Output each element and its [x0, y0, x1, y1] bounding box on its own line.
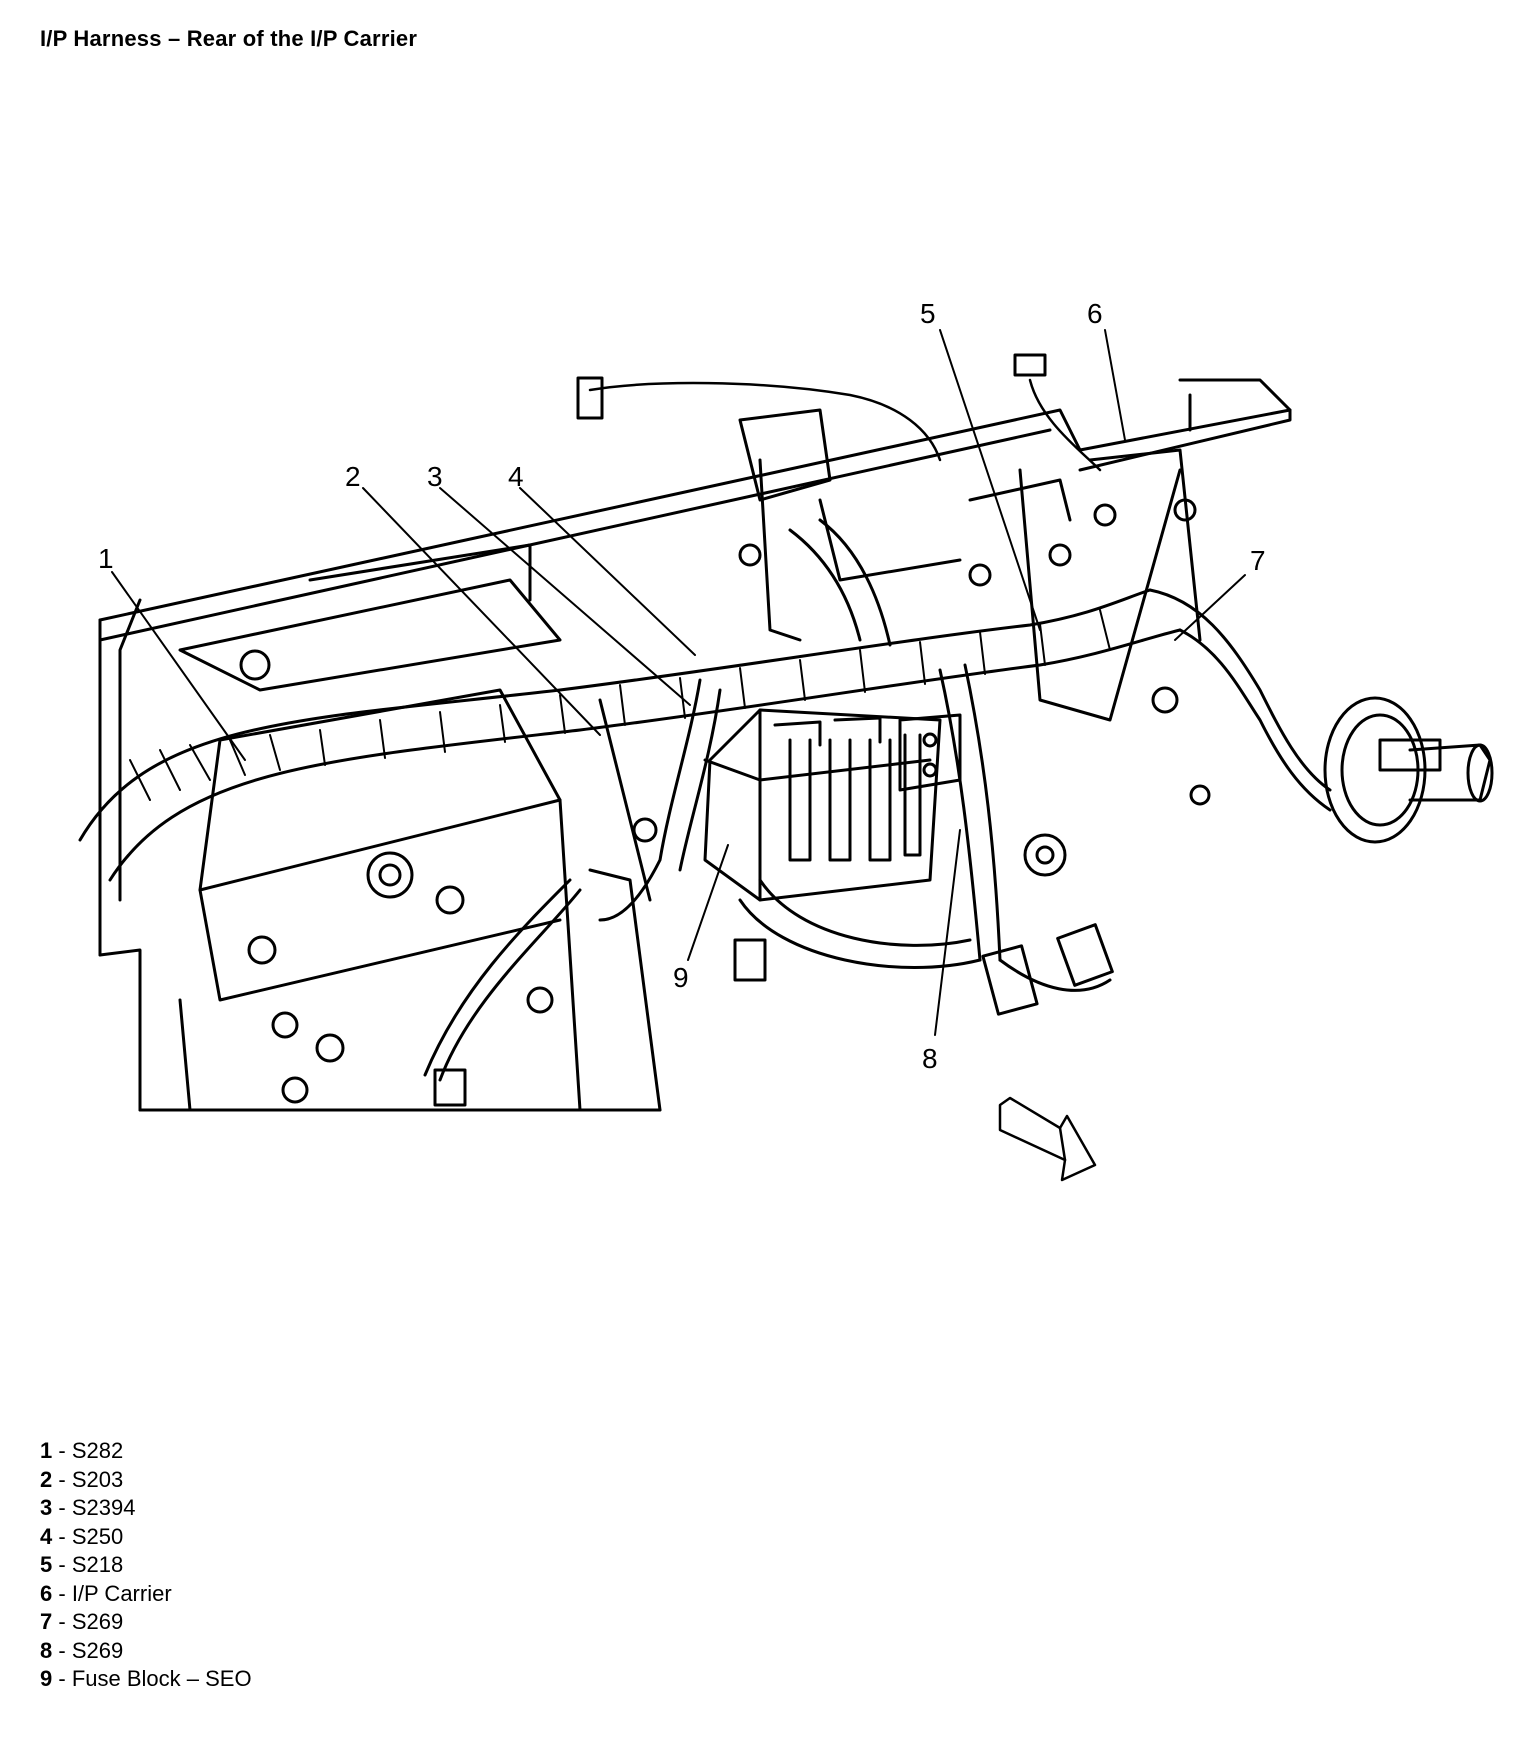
legend-number: 2: [40, 1466, 53, 1492]
legend-separator: -: [52, 1523, 72, 1549]
legend-label: S250: [71, 1523, 124, 1549]
legend-item: 6 - I/P Carrier: [40, 1580, 252, 1609]
fuse-block: [703, 708, 942, 902]
legend-item: 9 - Fuse Block – SEO: [40, 1665, 252, 1694]
callout-numbers: 1 2 3 4 5 6 7 8 9: [98, 298, 1266, 1074]
legend-item: 8 - S269: [40, 1637, 252, 1666]
callout-9: 9: [673, 962, 689, 993]
legend-label: Fuse Block – SEO: [71, 1666, 252, 1691]
callout-8: 8: [922, 1043, 938, 1074]
forward-direction-arrow-icon: [998, 1096, 1097, 1182]
legend-label: S282: [71, 1438, 124, 1463]
callout-leaders: [111, 329, 1246, 1036]
page-title: I/P Harness – Rear of the I/P Carrier: [40, 26, 418, 51]
legend-separator: -: [52, 1666, 72, 1691]
legend-item: 5 - S218: [40, 1551, 252, 1580]
callout-2: 2: [345, 461, 361, 492]
legend-separator: -: [52, 1438, 72, 1463]
legend-number: 4: [40, 1523, 53, 1549]
callout-5: 5: [920, 298, 936, 329]
legend-label: S269: [71, 1609, 124, 1634]
legend-separator: -: [52, 1637, 72, 1663]
callout-1: 1: [98, 543, 114, 574]
legend-item: 7 - S269: [40, 1608, 252, 1637]
callout-6: 6: [1087, 298, 1103, 329]
legend-number: 8: [40, 1637, 53, 1663]
callout-4: 4: [508, 461, 524, 492]
callout-3: 3: [427, 461, 443, 492]
ip-carrier-frame: [98, 378, 1292, 1112]
legend-item: 2 - S203: [40, 1466, 252, 1495]
legend-separator: -: [52, 1466, 72, 1492]
legend-number: 7: [40, 1609, 53, 1634]
legend-number: 1: [40, 1438, 53, 1463]
legend-separator: -: [52, 1609, 72, 1634]
legend-separator: -: [52, 1495, 72, 1520]
legend-label: S218: [71, 1552, 124, 1577]
bulkhead-grommet: [1323, 696, 1494, 844]
legend-number: 6: [40, 1580, 53, 1606]
main-harness-trunk: [78, 518, 1332, 1082]
legend-item: 1 - S282: [40, 1437, 252, 1466]
mounting-bracket: [898, 713, 962, 792]
harness-diagram: 1 2 3 4 5 6 7 8 9: [78, 298, 1494, 1182]
legend-number: 3: [40, 1495, 53, 1520]
legend-number: 5: [40, 1552, 53, 1577]
legend: 1 - S282 2 - S203 3 - S2394 4 - S250 5 -…: [40, 1437, 252, 1694]
legend-item: 3 - S2394: [40, 1494, 252, 1523]
legend-number: 9: [40, 1666, 53, 1691]
legend-label: S2394: [71, 1495, 136, 1520]
callout-7: 7: [1250, 545, 1266, 576]
legend-separator: -: [52, 1552, 72, 1577]
legend-label: I/P Carrier: [71, 1580, 172, 1606]
legend-label: S203: [71, 1466, 124, 1492]
legend-separator: -: [52, 1580, 72, 1606]
mounting-bolts: [239, 498, 1211, 1104]
legend-item: 4 - S250: [40, 1523, 252, 1552]
legend-label: S269: [71, 1637, 124, 1663]
upper-wires: [588, 378, 1102, 472]
connectors: [433, 353, 1442, 1107]
